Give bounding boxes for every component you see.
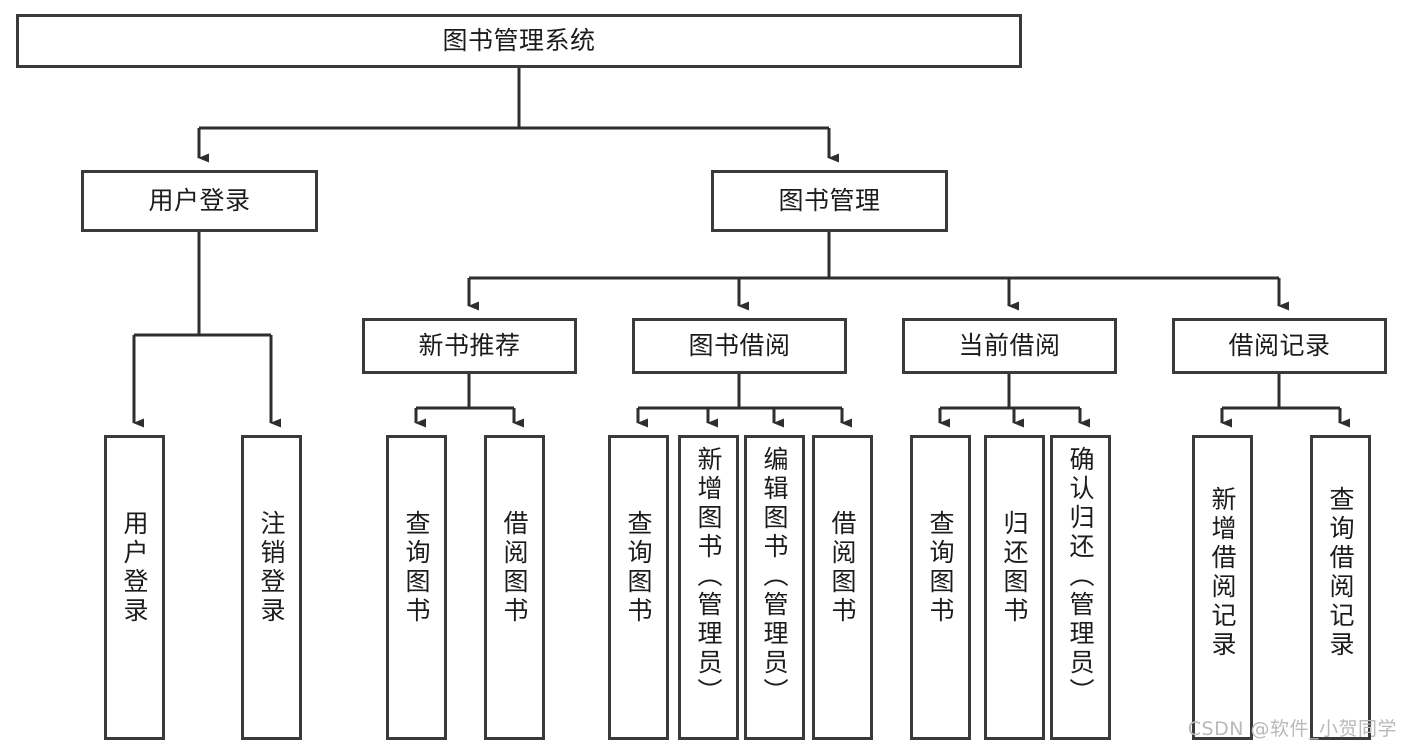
node-level2-图书管理[interactable]: 图书管理 bbox=[711, 170, 948, 232]
node-leaf-5-新增图书（管理员）[interactable]: 新增图书（管理员） bbox=[678, 435, 739, 740]
node-label: 借阅图书 bbox=[500, 510, 529, 626]
node-label: 新增借阅记录 bbox=[1208, 486, 1237, 660]
node-label: 图书管理 bbox=[778, 185, 881, 215]
node-label-wrap: 新增借阅记录 bbox=[1195, 438, 1250, 737]
node-level3-新书推荐[interactable]: 新书推荐 bbox=[362, 318, 577, 374]
node-label: 当前借阅 bbox=[958, 330, 1061, 360]
node-leaf-11-新增借阅记录[interactable]: 新增借阅记录 bbox=[1192, 435, 1253, 740]
node-label: 新增图书（管理员） bbox=[694, 446, 723, 707]
node-label-wrap: 查询图书 bbox=[913, 438, 968, 737]
node-label-wrap: 编辑图书（管理员） bbox=[747, 438, 802, 737]
node-label: 归还图书 bbox=[1000, 510, 1029, 626]
node-label: 图书借阅 bbox=[688, 330, 791, 360]
node-leaf-8-查询图书[interactable]: 查询图书 bbox=[910, 435, 971, 740]
node-label: 查询图书 bbox=[624, 510, 653, 626]
node-root-图书管理系统[interactable]: 图书管理系统 bbox=[16, 14, 1022, 68]
node-label: 查询图书 bbox=[926, 510, 955, 626]
node-label: 借阅图书 bbox=[828, 510, 857, 626]
node-leaf-7-借阅图书[interactable]: 借阅图书 bbox=[812, 435, 873, 740]
node-label-wrap: 借阅图书 bbox=[815, 438, 870, 737]
node-label: 查询借阅记录 bbox=[1326, 486, 1355, 660]
node-label: 查询图书 bbox=[402, 510, 431, 626]
node-label-wrap: 用户登录 bbox=[107, 438, 162, 737]
node-leaf-10-确认归还（管理员）[interactable]: 确认归还（管理员） bbox=[1050, 435, 1111, 740]
node-label-wrap: 查询借阅记录 bbox=[1313, 438, 1368, 737]
node-label: 新书推荐 bbox=[418, 330, 521, 360]
node-label: 注销登录 bbox=[257, 510, 286, 626]
node-label-wrap: 查询图书 bbox=[389, 438, 444, 737]
node-leaf-0-用户登录[interactable]: 用户登录 bbox=[104, 435, 165, 740]
node-label: 用户登录 bbox=[148, 185, 251, 215]
node-level3-借阅记录[interactable]: 借阅记录 bbox=[1172, 318, 1387, 374]
node-label: 用户登录 bbox=[120, 510, 149, 626]
node-leaf-1-注销登录[interactable]: 注销登录 bbox=[241, 435, 302, 740]
node-label-wrap: 借阅图书 bbox=[487, 438, 542, 737]
node-leaf-4-查询图书[interactable]: 查询图书 bbox=[608, 435, 669, 740]
node-level2-用户登录[interactable]: 用户登录 bbox=[81, 170, 318, 232]
node-leaf-2-查询图书[interactable]: 查询图书 bbox=[386, 435, 447, 740]
node-leaf-3-借阅图书[interactable]: 借阅图书 bbox=[484, 435, 545, 740]
node-leaf-12-查询借阅记录[interactable]: 查询借阅记录 bbox=[1310, 435, 1371, 740]
node-label-wrap: 新增图书（管理员） bbox=[681, 438, 736, 737]
node-level3-当前借阅[interactable]: 当前借阅 bbox=[902, 318, 1117, 374]
node-label: 借阅记录 bbox=[1228, 330, 1331, 360]
node-leaf-6-编辑图书（管理员）[interactable]: 编辑图书（管理员） bbox=[744, 435, 805, 740]
node-label: 确认归还（管理员） bbox=[1066, 446, 1095, 707]
watermark-label: CSDN @软件_小贺同学 bbox=[1187, 718, 1397, 740]
node-label-wrap: 注销登录 bbox=[244, 438, 299, 737]
node-label: 编辑图书（管理员） bbox=[760, 446, 789, 707]
node-leaf-9-归还图书[interactable]: 归还图书 bbox=[984, 435, 1045, 740]
node-label-wrap: 确认归还（管理员） bbox=[1053, 438, 1108, 737]
node-label-wrap: 归还图书 bbox=[987, 438, 1042, 737]
node-level3-图书借阅[interactable]: 图书借阅 bbox=[632, 318, 847, 374]
node-label-wrap: 查询图书 bbox=[611, 438, 666, 737]
node-label: 图书管理系统 bbox=[442, 25, 596, 55]
